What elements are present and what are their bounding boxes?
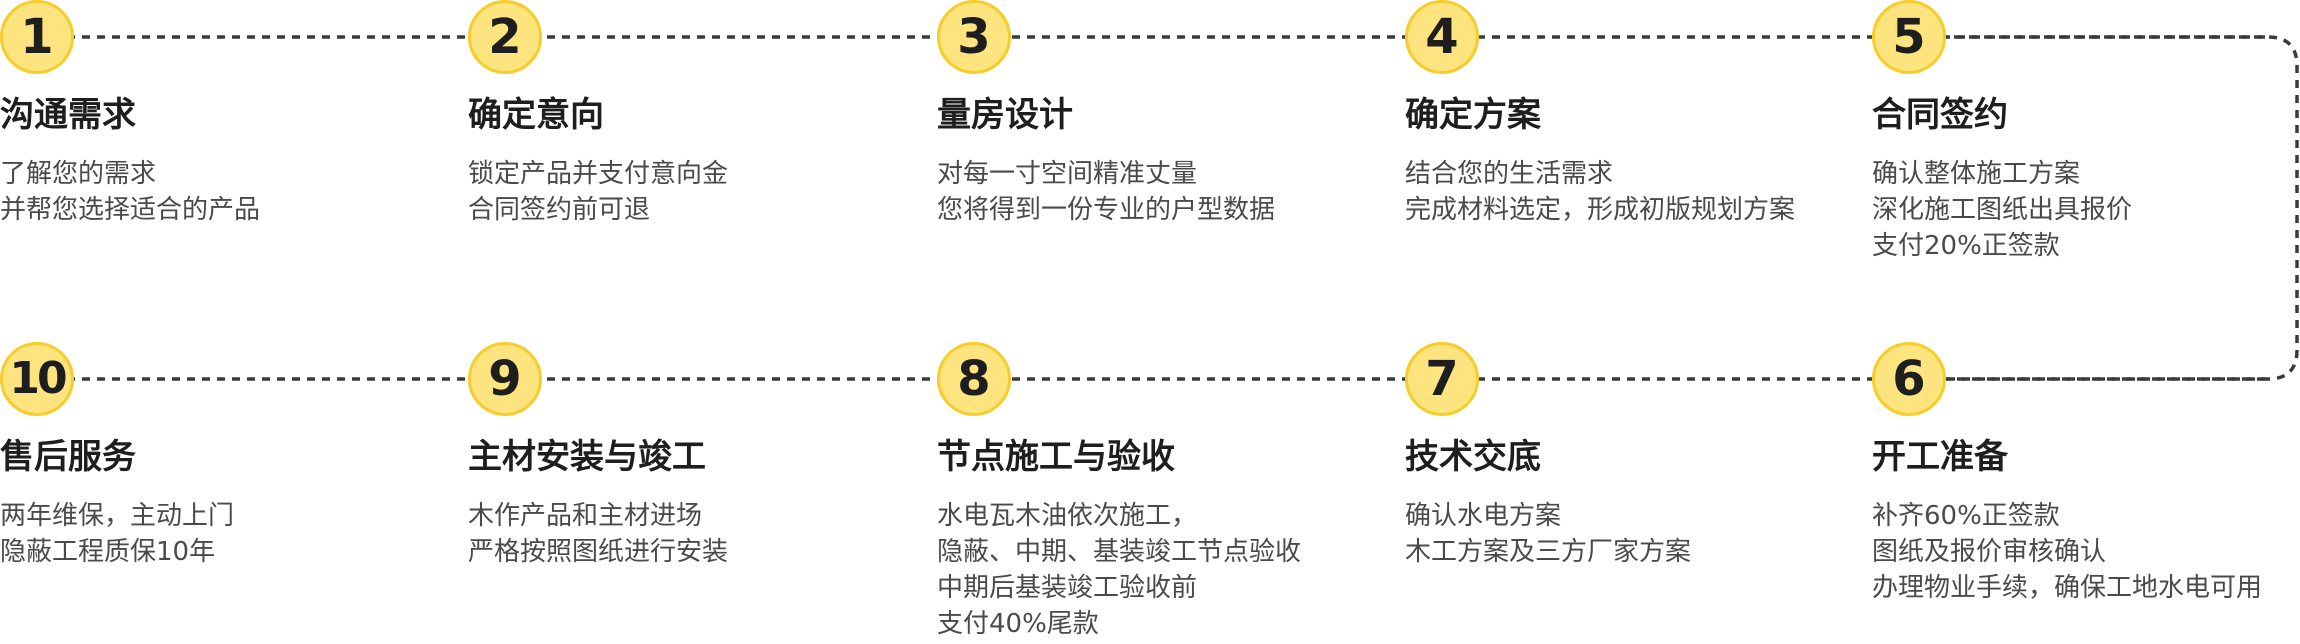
step-description-line: 隐蔽、中期、基装竣工节点验收 [937,537,1302,567]
step-number-badge: 7 [1405,342,1479,416]
step-description: 锁定产品并支付意向金 合同签约前可退 [468,156,918,228]
step-title: 开工准备 [1872,437,2008,477]
step-description-line: 严格按照图纸进行安装 [468,537,729,567]
step-number-badge: 1 [0,0,74,74]
step-description-line: 锁定产品并支付意向金 [468,159,729,189]
step-title: 确定意向 [468,95,604,135]
step-description: 了解您的需求 并帮您选择适合的产品 [0,156,450,228]
step-description-line: 木作产品和主材进场 [468,501,703,531]
step-description-line: 了解您的需求 [0,159,157,189]
step-description-line: 支付20%正签款 [1872,231,2060,261]
step-description-line: 结合您的生活需求 [1405,159,1614,189]
step-description-line: 隐蔽工程质保10年 [0,537,216,567]
step-description: 两年维保，主动上门 隐蔽工程质保10年 [0,498,450,570]
step-title: 节点施工与验收 [937,437,1175,477]
connector-row-turn [1909,35,2299,381]
step-number-badge: 3 [937,0,1011,74]
step-title: 沟通需求 [0,95,136,135]
step-description-line: 水电瓦木油依次施工， [937,501,1198,531]
step-title: 售后服务 [0,437,136,477]
step-description-line: 您将得到一份专业的户型数据 [937,195,1276,225]
step-title: 技术交底 [1405,437,1541,477]
step-description-line: 支付40%尾款 [937,609,1099,639]
step-description: 对每一寸空间精准丈量 您将得到一份专业的户型数据 [937,156,1387,228]
step-number-badge: 8 [937,342,1011,416]
step-description-line: 图纸及报价审核确认 [1872,537,2107,567]
step-number-badge: 10 [0,342,74,416]
step-title: 确定方案 [1405,95,1541,135]
step-description-line: 并帮您选择适合的产品 [0,195,261,225]
step-description-line: 完成材料选定，形成初版规划方案 [1405,195,1796,225]
step-description-line: 两年维保，主动上门 [0,501,235,531]
step-description: 结合您的生活需求 完成材料选定，形成初版规划方案 [1405,156,1855,228]
step-description-line: 合同签约前可退 [468,195,651,225]
step-description-line: 确认水电方案 [1405,501,1562,531]
step-description: 确认整体施工方案 深化施工图纸出具报价 支付20%正签款 [1872,156,2282,264]
step-number-badge: 6 [1872,342,1946,416]
step-title: 主材安装与竣工 [468,437,706,477]
step-number-badge: 5 [1872,0,1946,74]
step-title: 合同签约 [1872,95,2008,135]
step-title: 量房设计 [937,95,1073,135]
step-description-line: 对每一寸空间精准丈量 [937,159,1198,189]
step-number-badge: 2 [468,0,542,74]
step-description: 补齐60%正签款 图纸及报价审核确认 办理物业手续，确保工地水电可用 [1872,498,2292,606]
step-description-line: 深化施工图纸出具报价 [1872,195,2133,225]
step-description-line: 办理物业手续，确保工地水电可用 [1872,573,2263,603]
step-number-badge: 4 [1405,0,1479,74]
step-description: 木作产品和主材进场 严格按照图纸进行安装 [468,498,918,570]
step-number-badge: 9 [468,342,542,416]
step-description: 水电瓦木油依次施工， 隐蔽、中期、基装竣工节点验收 中期后基装竣工验收前 支付4… [937,498,1387,642]
step-description-line: 确认整体施工方案 [1872,159,2081,189]
step-description-line: 补齐60%正签款 [1872,501,2060,531]
step-description: 确认水电方案 木工方案及三方厂家方案 [1405,498,1855,570]
step-description-line: 中期后基装竣工验收前 [937,573,1198,603]
step-description-line: 木工方案及三方厂家方案 [1405,537,1692,567]
